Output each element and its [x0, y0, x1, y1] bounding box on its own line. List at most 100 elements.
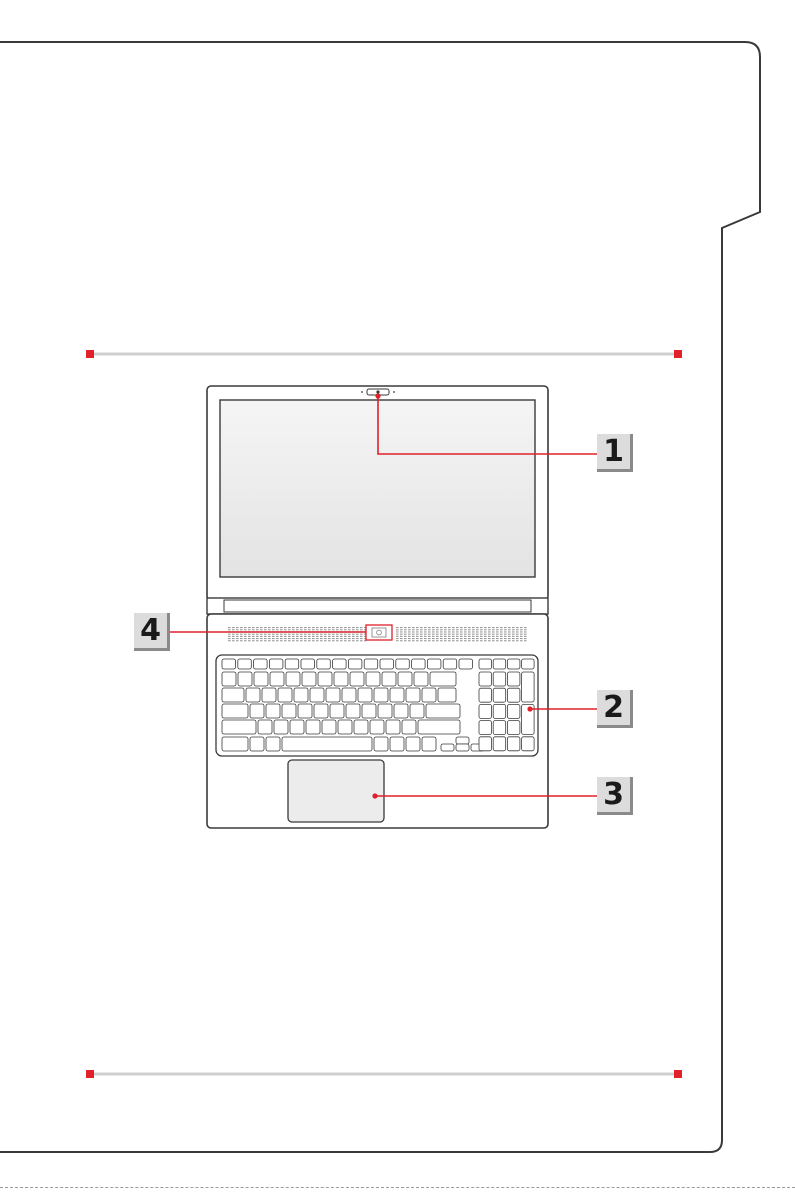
keyboard-key: [441, 744, 454, 751]
grille-hole: [236, 636, 239, 637]
grille-hole: [516, 634, 519, 635]
grille-hole: [244, 629, 247, 630]
keyboard-key: [507, 704, 520, 718]
grille-hole: [396, 636, 399, 637]
callout-webcam: 1: [597, 434, 633, 472]
grille-hole: [524, 634, 527, 635]
keyboard-key: [333, 659, 347, 669]
grille-hole: [336, 638, 339, 639]
grille-hole: [512, 638, 515, 639]
grille-hole: [520, 634, 523, 635]
grille-hole: [472, 627, 475, 628]
keyboard-key: [493, 721, 506, 735]
keyboard-key: [410, 704, 424, 718]
grille-hole: [488, 634, 491, 635]
grille-hole: [484, 627, 487, 628]
grille-hole: [272, 638, 275, 639]
grille-hole: [400, 636, 403, 637]
grille-hole: [524, 638, 527, 639]
grille-hole: [232, 640, 235, 641]
grille-hole: [436, 634, 439, 635]
grille-hole: [512, 627, 515, 628]
grille-hole: [248, 627, 251, 628]
grille-hole: [332, 636, 335, 637]
grille-hole: [504, 634, 507, 635]
grille-hole: [308, 636, 311, 637]
grille-hole: [408, 634, 411, 635]
keyboard-key: [250, 704, 264, 718]
grille-hole: [424, 627, 427, 628]
keyboard-key: [493, 737, 506, 751]
grille-hole: [288, 638, 291, 639]
grille-hole: [464, 629, 467, 630]
grille-hole: [256, 627, 259, 628]
keyboard-key: [362, 704, 376, 718]
grille-hole: [336, 629, 339, 630]
grille-hole: [464, 638, 467, 639]
grille-hole: [444, 629, 447, 630]
grille-hole: [248, 634, 251, 635]
grille-hole: [484, 634, 487, 635]
keyboard-key: [254, 672, 268, 686]
grille-hole: [272, 636, 275, 637]
grille-hole: [232, 627, 235, 628]
grille-hole: [268, 636, 271, 637]
hinge: [207, 598, 548, 614]
keyboard-key: [222, 672, 236, 686]
grille-hole: [428, 631, 431, 632]
grille-hole: [336, 634, 339, 635]
grille-hole: [520, 640, 523, 641]
grille-hole: [348, 640, 351, 641]
grille-hole: [420, 634, 423, 635]
grille-hole: [448, 629, 451, 630]
grille-hole: [492, 631, 495, 632]
grille-hole: [444, 638, 447, 639]
grille-hole: [248, 640, 251, 641]
grille-hole: [424, 636, 427, 637]
grille-hole: [300, 634, 303, 635]
grille-hole: [360, 627, 363, 628]
grille-hole: [396, 629, 399, 630]
keyboard-key: [222, 688, 244, 702]
grille-hole: [300, 627, 303, 628]
keyboard-key: [507, 737, 520, 751]
keyboard-key: [374, 688, 388, 702]
grille-hole: [300, 640, 303, 641]
grille-hole: [320, 629, 323, 630]
keyboard-key: [427, 659, 441, 669]
grille-hole: [244, 640, 247, 641]
grille-hole: [328, 627, 331, 628]
keyboard-key: [396, 659, 410, 669]
keyboard-key: [238, 659, 252, 669]
grille-hole: [352, 638, 355, 639]
grille-hole: [356, 636, 359, 637]
grille-hole: [508, 638, 511, 639]
grille-hole: [296, 627, 299, 628]
grille-hole: [440, 627, 443, 628]
grille-hole: [268, 634, 271, 635]
keyboard-key: [298, 704, 312, 718]
grille-hole: [236, 640, 239, 641]
keyboard-key: [294, 688, 308, 702]
grille-hole: [316, 634, 319, 635]
grille-hole: [480, 636, 483, 637]
grille-hole: [316, 629, 319, 630]
grille-hole: [260, 636, 263, 637]
grille-hole: [440, 636, 443, 637]
grille-hole: [516, 629, 519, 630]
keyboard-key: [493, 688, 506, 702]
grille-hole: [344, 629, 347, 630]
grille-hole: [520, 636, 523, 637]
keyboard-key: [274, 720, 288, 734]
grille-hole: [420, 629, 423, 630]
keyboard-key: [348, 659, 362, 669]
grille-hole: [344, 627, 347, 628]
grille-hole: [316, 636, 319, 637]
grille-hole: [272, 627, 275, 628]
grille-hole: [344, 638, 347, 639]
grille-hole: [416, 631, 419, 632]
grille-hole: [412, 631, 415, 632]
grille-hole: [332, 634, 335, 635]
grille-hole: [452, 627, 455, 628]
